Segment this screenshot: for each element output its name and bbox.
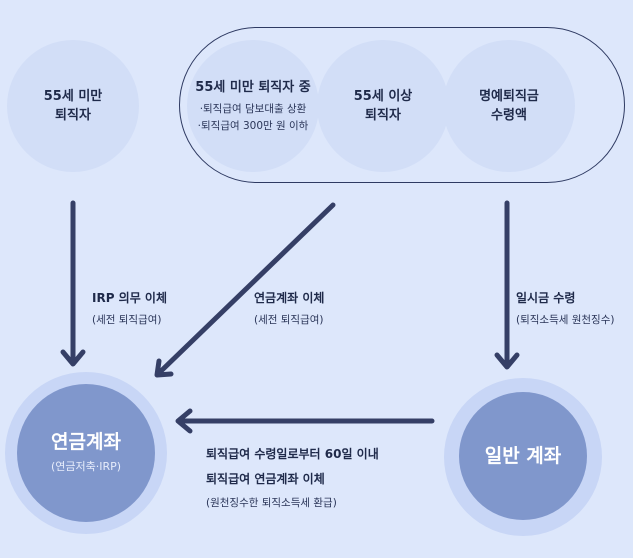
node-special-cond2: ·퇴직급여 300만 원 이하	[197, 119, 309, 132]
node-honorary-line2: 수령액	[491, 108, 527, 123]
edge-general-to-pension-label: 퇴직급여 수령일로부터 60일 이내 퇴직급여 연금계좌 이체 (원천징수한 퇴…	[206, 445, 379, 510]
node-pension-account: 연금계좌 (연금저축·IRP)	[17, 384, 155, 522]
edge-irp-main: IRP 의무 이체	[92, 291, 168, 305]
node-special-cond1: ·퇴직급여 담보대출 상환	[199, 102, 307, 115]
pension-account-sub: (연금저축·IRP)	[50, 460, 122, 473]
node-under55-special: 55세 미만 퇴직자 중 ·퇴직급여 담보대출 상환 ·퇴직급여 300만 원 …	[187, 40, 319, 172]
edge-general-sub: (원천징수한 퇴직소득세 환급)	[206, 497, 337, 509]
node-over55-line1: 55세 이상	[353, 89, 413, 104]
node-honorary-line1: 명예퇴직금	[479, 89, 539, 104]
general-account-title: 일반 계좌	[484, 445, 562, 467]
arrow-under55-to-pension	[60, 200, 86, 367]
node-honorary: 명예퇴직금 수령액	[443, 40, 575, 172]
node-over55-line2: 퇴직자	[365, 108, 401, 123]
node-under55-line1: 55세 미만	[43, 89, 103, 104]
arrow-honorary-to-general	[494, 200, 520, 370]
edge-lump-sum-sub: (퇴직소득세 원천징수)	[516, 314, 615, 326]
edge-general-line1: 퇴직급여 수령일로부터 60일 이내	[206, 447, 379, 461]
edge-general-line2: 퇴직급여 연금계좌 이체	[206, 472, 325, 486]
pension-account-title: 연금계좌	[51, 431, 121, 453]
edge-pension-transfer-sub: (세전 퇴직급여)	[254, 314, 324, 326]
pill-group	[179, 27, 625, 183]
node-general-account: 일반 계좌	[459, 392, 587, 520]
edge-lump-sum-main: 일시금 수령	[516, 291, 576, 305]
node-special-title: 55세 미만 퇴직자 중	[195, 79, 311, 95]
arrow-general-to-pension	[175, 408, 435, 434]
arrow-special-to-pension	[154, 202, 336, 378]
edge-lump-sum-label: 일시금 수령 (퇴직소득세 원천징수)	[516, 289, 614, 327]
edge-pension-transfer-main: 연금계좌 이체	[254, 291, 325, 305]
node-under55-line2: 퇴직자	[55, 108, 91, 123]
edge-pension-transfer-label: 연금계좌 이체 (세전 퇴직급여)	[254, 289, 324, 327]
node-over55: 55세 이상 퇴직자	[317, 40, 449, 172]
edge-irp-sub: (세전 퇴직급여)	[92, 314, 162, 326]
edge-irp-label: IRP 의무 이체 (세전 퇴직급여)	[92, 289, 167, 327]
node-under55: 55세 미만 퇴직자	[7, 40, 139, 172]
